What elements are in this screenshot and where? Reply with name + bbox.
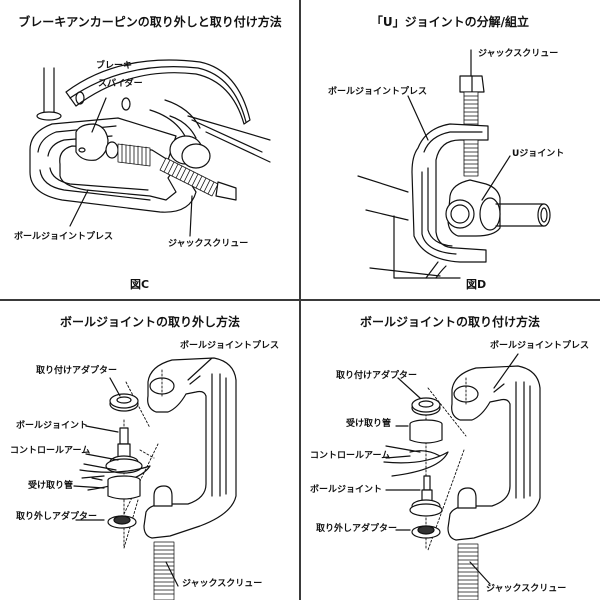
label-ball-joint-press: ボールジョイントプレス xyxy=(328,87,428,97)
label-removal-adapter: 取り外しアダプター xyxy=(16,512,98,522)
figure-caption-d: 図D xyxy=(466,278,487,291)
panel-title: ボールジョイントの取り付け方法 xyxy=(359,315,540,329)
label-jack-screw: ジャックスクリュー xyxy=(478,49,559,59)
label-ball-joint-press: ボールジョイントプレス xyxy=(14,232,114,242)
horizontal-divider xyxy=(0,299,600,301)
label-control-arm: コントロールアーム xyxy=(310,451,391,461)
label-u-joint: Uジョイント xyxy=(512,149,565,159)
label-control-arm: コントロールアーム xyxy=(10,446,91,456)
u-joint-illustration xyxy=(300,0,600,300)
label-ball-joint: ボールジョイント xyxy=(310,485,383,495)
figure-caption-c: 図C xyxy=(130,278,150,291)
brake-anchor-illustration xyxy=(0,0,300,300)
label-brake-spider-2: スパイダー xyxy=(98,79,143,89)
panel-title: 「U」ジョイントの分解/組立 xyxy=(370,15,530,29)
ball-joint-install-illustration xyxy=(300,300,600,600)
label-ball-joint-press: ボールジョイントプレス xyxy=(180,341,280,351)
label-install-adapter: 取り付けアダプター xyxy=(36,366,118,376)
label-receiving-tube: 受け取り管 xyxy=(28,481,74,491)
panel-brake-anchor-pin: ブレーキアンカーピンの取り外しと取り付け方法 xyxy=(0,0,300,300)
label-install-adapter: 取り付けアダプター xyxy=(336,371,418,381)
panel-u-joint: 「U」ジョイントの分解/組立 xyxy=(300,0,600,300)
label-receiving-tube: 受け取り管 xyxy=(346,419,392,429)
panel-ball-joint-install: ボールジョイントの取り付け方法 xyxy=(300,300,600,600)
panel-ball-joint-removal: ボールジョイントの取り外し方法 xyxy=(0,300,300,600)
label-ball-joint-press: ボールジョイントプレス xyxy=(490,341,590,351)
panel-title: ブレーキアンカーピンの取り外しと取り付け方法 xyxy=(18,15,282,29)
label-jack-screw: ジャックスクリュー xyxy=(182,579,263,589)
label-brake-spider-1: ブレーキ xyxy=(96,61,133,71)
label-ball-joint: ボールジョイント xyxy=(16,421,89,431)
label-jack-screw: ジャックスクリュー xyxy=(168,239,249,249)
label-jack-screw: ジャックスクリュー xyxy=(486,584,567,594)
label-removal-adapter: 取り外しアダプター xyxy=(316,524,398,534)
panel-title: ボールジョイントの取り外し方法 xyxy=(59,315,240,329)
ball-joint-removal-illustration xyxy=(0,300,300,600)
